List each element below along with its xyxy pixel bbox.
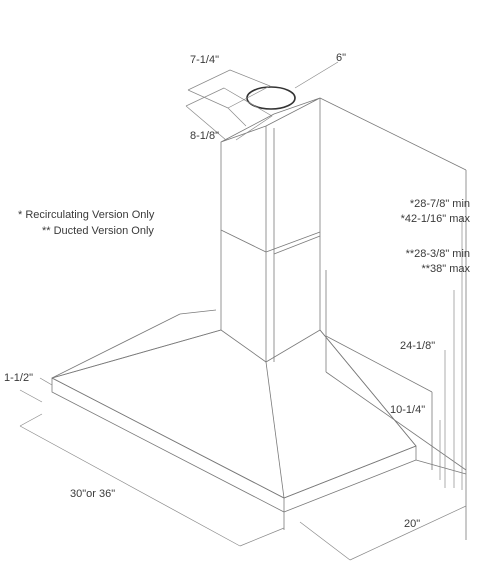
hood-height-label: 24-1/8": [400, 340, 436, 352]
ducted-max-label: **38" max: [421, 263, 470, 275]
hood-width-label: 30"or 36": [70, 488, 116, 500]
ducted-min-label: **28-3/8" min: [405, 248, 470, 260]
hood-canopy: [51, 309, 433, 499]
recirculating-note: * Recirculating Version Only: [18, 209, 155, 221]
wall-outline: [319, 97, 467, 540]
chimney-top: [220, 97, 321, 143]
chimney-depth-label: 8-1/8": [190, 130, 219, 142]
hood-base: [51, 377, 467, 530]
recirc-min-label: *28-7/8" min: [409, 198, 470, 210]
base-edge-label: 1-1/2": [4, 372, 33, 384]
duct-diameter-label: 6": [336, 52, 347, 64]
recirc-max-label: *42-1/16" max: [400, 213, 470, 225]
chimney-body: [220, 98, 321, 362]
dimension-lines: [19, 61, 467, 561]
hood-depth-label: 20": [404, 518, 421, 530]
canopy-height-label: 10-1/4": [390, 404, 426, 416]
chimney-width-label: 7-1/4": [190, 54, 219, 66]
ducted-note: ** Ducted Version Only: [42, 225, 154, 237]
